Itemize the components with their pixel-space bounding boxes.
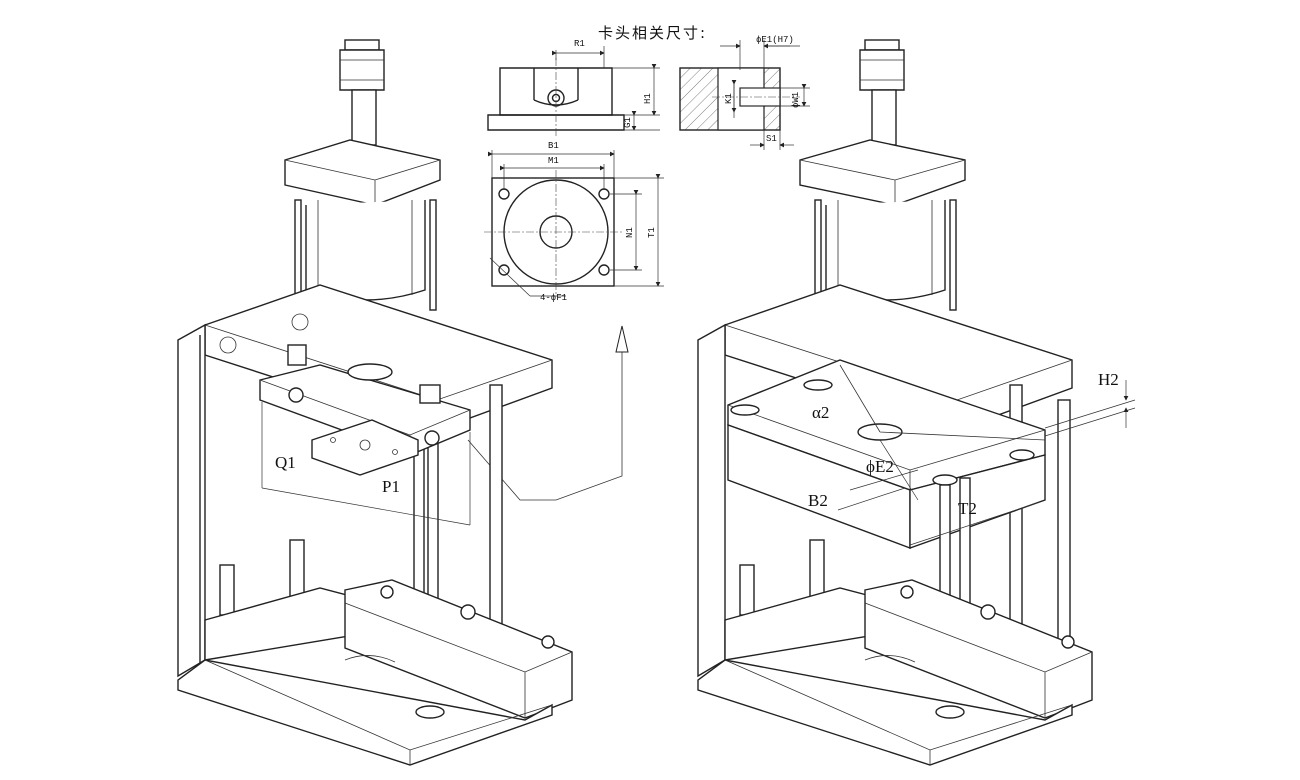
dim-k1-label: K1: [724, 93, 734, 104]
dim-t1-label: T1: [647, 227, 657, 238]
drawing-title: 卡头相关尺寸:: [598, 24, 707, 42]
dim-b2-label: B2: [808, 491, 828, 510]
dim-m1-label: M1: [548, 156, 559, 166]
chuck-front-view: R1 H1 G1: [487, 39, 660, 138]
dim-f1-label: 4-ϕF1: [540, 293, 567, 303]
dim-g1-label: G1: [623, 117, 633, 128]
dim-b1-label: B1: [548, 141, 559, 151]
dim-r1-label: R1: [574, 39, 585, 49]
dim-p1-label: P1: [382, 477, 400, 496]
dim-alpha2-label: α2: [812, 403, 829, 422]
dim-e1-label: ϕE1(H7): [756, 35, 794, 45]
left-press: Q1 P1: [177, 39, 573, 766]
dim-h1-label: H1: [643, 93, 653, 104]
dim-n1-label: N1: [625, 227, 635, 238]
chuck-top-view: B1 M1 N1 T1 4-ϕF1: [484, 141, 664, 303]
dim-q1-label: Q1: [275, 453, 296, 472]
dim-t2-label: T2: [958, 499, 977, 518]
dim-h2-label: H2: [1098, 370, 1119, 389]
dim-e2-label: ϕE2: [866, 457, 894, 476]
right-press: H2 α2 ϕE2 B2 T2: [697, 39, 1136, 766]
chuck-section-view: ϕE1(H7) ϕW1 K1 S1: [679, 35, 810, 150]
dim-w1-label: ϕW1: [791, 92, 801, 108]
dim-s1-label: S1: [766, 134, 777, 144]
pointer-arrowhead: [615, 325, 629, 353]
